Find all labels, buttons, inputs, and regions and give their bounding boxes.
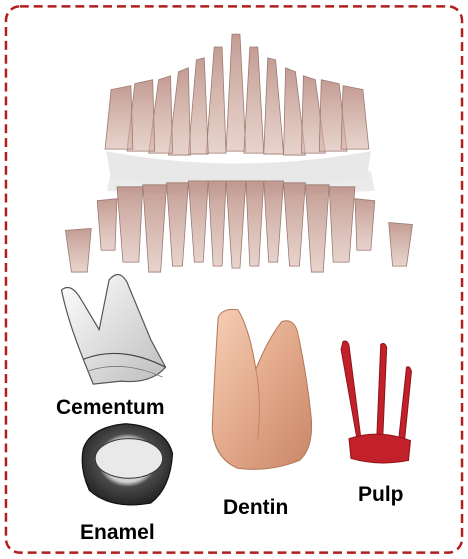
- cementum-model: [61, 275, 165, 385]
- label-enamel: Enamel: [80, 522, 155, 543]
- pulp-model: [341, 341, 411, 463]
- dentin-model: [212, 309, 311, 469]
- lower-teeth: [65, 181, 412, 272]
- dentition-model: [65, 34, 412, 272]
- label-pulp: Pulp: [358, 484, 404, 505]
- label-dentin: Dentin: [223, 497, 288, 518]
- label-cementum: Cementum: [56, 397, 165, 418]
- enamel-model: [82, 424, 172, 505]
- upper-teeth: [105, 34, 369, 155]
